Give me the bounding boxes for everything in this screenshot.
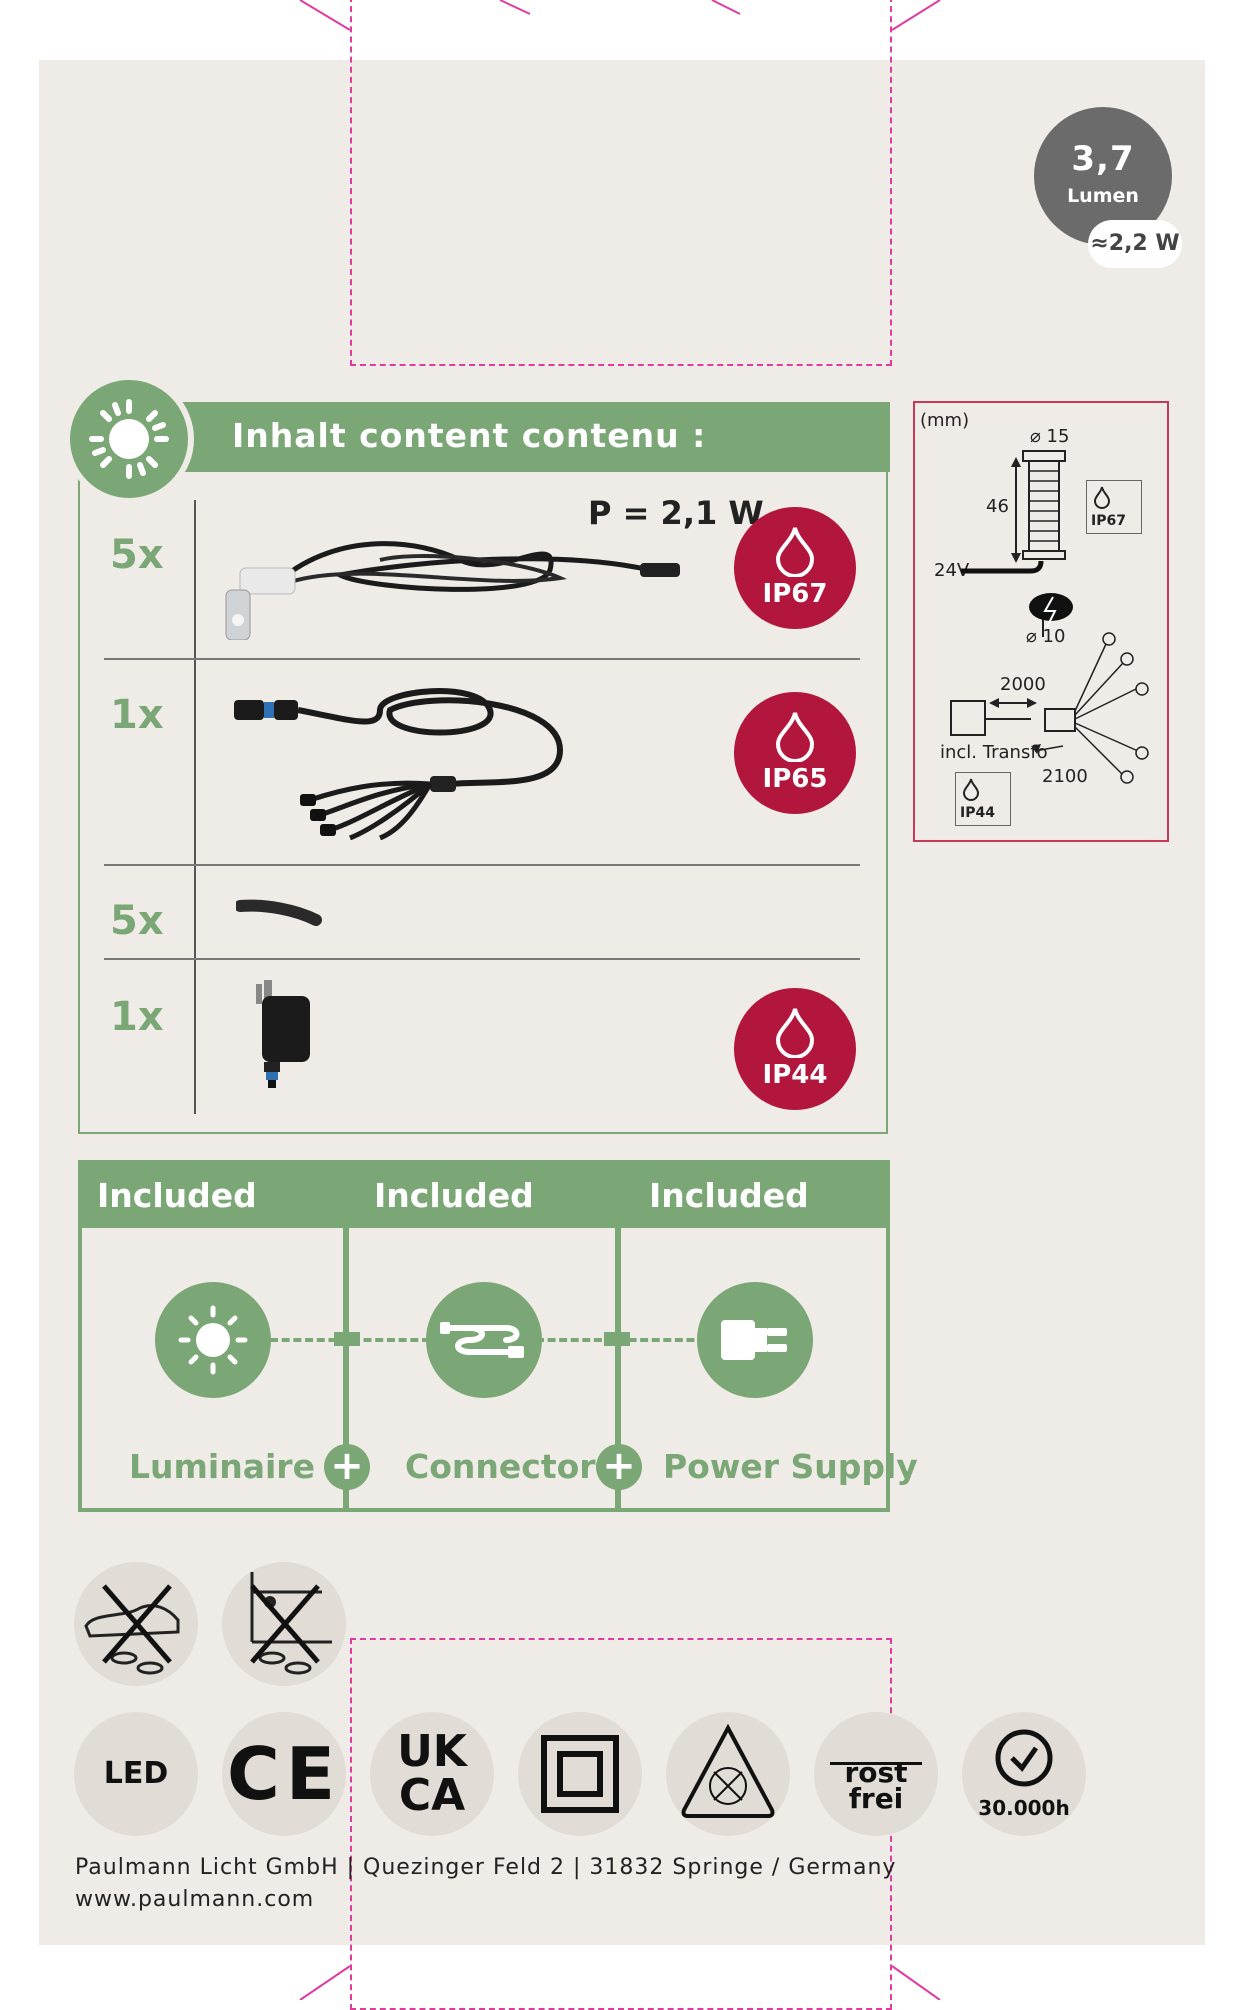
content-title: Inhalt content contenu : (232, 416, 707, 455)
included-header-connector: Included (374, 1176, 534, 1215)
plug-icon (721, 1320, 787, 1360)
sun-icon (64, 374, 194, 504)
ip67-mini-box: IP67 (1086, 480, 1142, 534)
dimension-height: 46 (986, 496, 1009, 517)
connector-node (334, 1332, 360, 1346)
dimension-voltage: 24V (934, 560, 970, 581)
ukca-top: UK (397, 1726, 467, 1777)
water-drop-icon (962, 778, 980, 801)
power-supply-image (256, 980, 310, 1088)
luminaire-cable-image (225, 541, 680, 640)
power-rating: P = 2,1 W (588, 494, 764, 532)
plus-icon: + (596, 1444, 642, 1490)
water-drop-icon (775, 527, 815, 577)
row-divider (104, 958, 860, 960)
connector-circle (426, 1282, 542, 1398)
row-divider (104, 658, 860, 660)
dimension-unit: (mm) (920, 410, 970, 431)
dimension-drawing (913, 401, 1169, 842)
ip44-mini-box: IP44 (955, 772, 1011, 826)
ce-symbol: CE (222, 1712, 346, 1836)
water-drop-icon (775, 712, 815, 762)
row-divider (104, 864, 860, 866)
label-luminaire: Luminaire (129, 1447, 315, 1486)
ip-rating-label: IP65 (762, 764, 828, 794)
ukca-bottom: CA (398, 1770, 466, 1821)
ip-rating-label: IP44 (762, 1060, 828, 1090)
qty-luminaire: 5x (110, 532, 164, 578)
rostfrei-bottom: frei (848, 1782, 904, 1815)
no-cover-icon (250, 1572, 332, 1675)
ip67-badge: IP67 (734, 507, 856, 629)
led-symbol: LED (74, 1712, 198, 1836)
dimension-diameter-bottom: ⌀ 10 (1026, 626, 1066, 647)
included-header-power-supply: Included (649, 1176, 809, 1215)
clock-icon (995, 1729, 1053, 1787)
dimension-cable-2: 2100 (1042, 766, 1088, 787)
lumen-value: 3,7 (1071, 139, 1135, 179)
triangle-gauge-icon (681, 1723, 775, 1818)
cable-icon (440, 1322, 524, 1358)
ip65-badge: IP65 (734, 692, 856, 814)
no-cover-symbol (222, 1562, 346, 1686)
ip-rating-label: IP67 (762, 579, 828, 609)
qty-power-supply: 1x (110, 994, 164, 1040)
included-header (78, 1160, 890, 1228)
content-header (78, 402, 890, 472)
plus-icon: + (324, 1444, 370, 1490)
power-supply-circle (697, 1282, 813, 1398)
cut-line-top (350, 0, 892, 366)
ukca-symbol: UK CA (370, 1712, 494, 1836)
dimension-lines (950, 450, 1149, 784)
column-divider (194, 500, 196, 1114)
qty-connector: 1x (110, 692, 164, 738)
no-shoe-icon (84, 1584, 180, 1675)
protection-class-symbol (518, 1712, 642, 1836)
qty-sleeve: 5x (110, 898, 164, 944)
watt-badge: ≈2,2 W (1088, 220, 1182, 268)
luminaire-circle (155, 1282, 271, 1398)
company-address: Paulmann Licht GmbH | Quezinger Feld 2 |… (75, 1855, 897, 1880)
ip-rating-label: IP44 (960, 805, 995, 821)
dimension-transfo: incl. Transfo (940, 742, 1048, 763)
rostfrei-symbol: rost frei (814, 1712, 938, 1836)
connector-cable-image (234, 688, 564, 840)
ip-rating-label: IP67 (1091, 513, 1126, 529)
energy-symbol (666, 1712, 790, 1836)
label-power-supply: Power Supply (663, 1447, 918, 1486)
no-step-on-symbol (74, 1562, 198, 1686)
sleeve-image (236, 899, 322, 926)
ce-mark: CE (226, 1732, 342, 1816)
rostfrei-line (830, 1762, 922, 1765)
double-insulation-icon (541, 1735, 619, 1813)
led-label: LED (103, 1756, 169, 1791)
company-website: www.paulmann.com (75, 1887, 315, 1912)
included-header-luminaire: Included (97, 1176, 257, 1215)
water-drop-icon (775, 1008, 815, 1058)
rostfrei-top: rost (844, 1756, 908, 1789)
label-connector: Connector (405, 1447, 596, 1486)
lumen-unit: Lumen (1067, 185, 1139, 207)
dimension-cable-1: 2000 (1000, 674, 1046, 695)
connector-node (604, 1332, 630, 1346)
sun-icon (178, 1305, 248, 1375)
ip44-badge: IP44 (734, 988, 856, 1110)
lifetime-hours: 30.000h (978, 1796, 1070, 1820)
water-drop-icon (1093, 486, 1111, 509)
lifetime-symbol: 30.000h (962, 1712, 1086, 1836)
dimension-diameter-top: ⌀ 15 (1030, 426, 1070, 447)
